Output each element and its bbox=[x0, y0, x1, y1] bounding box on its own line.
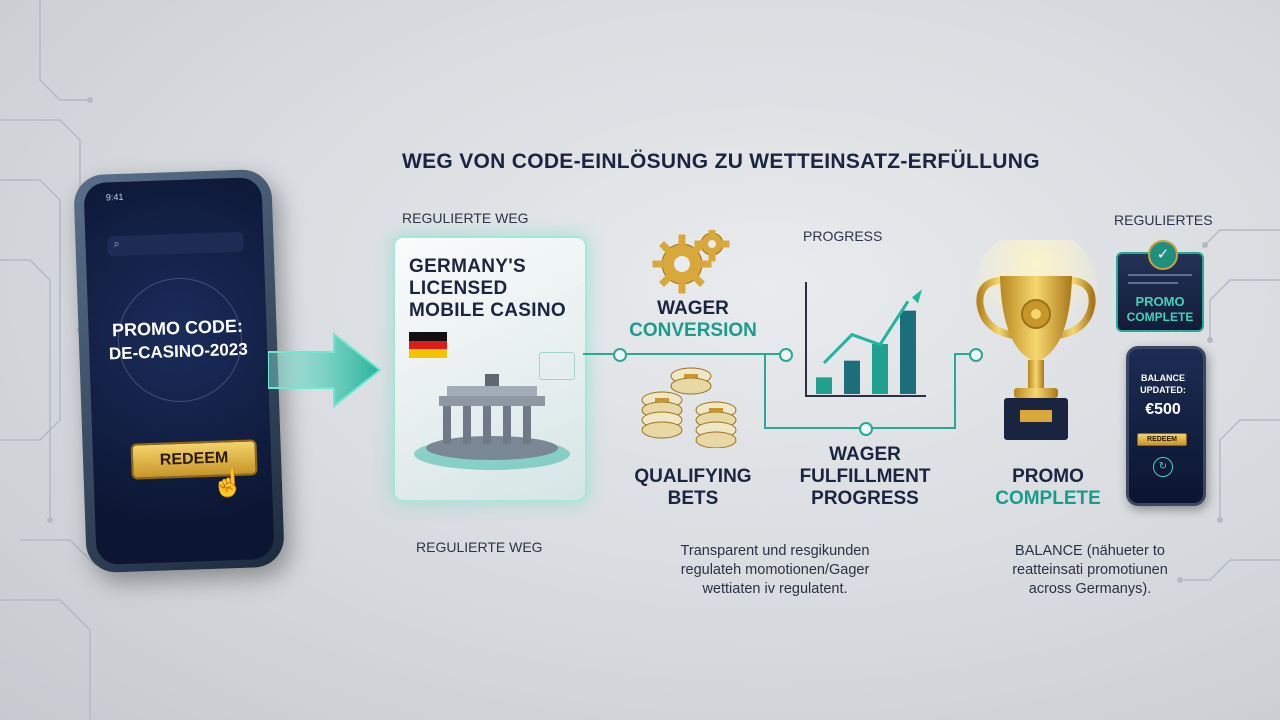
chart-bar bbox=[844, 360, 860, 394]
card-line2: LICENSED bbox=[409, 278, 508, 299]
wager-conversion-label-1: WAGER bbox=[657, 298, 729, 319]
chart-bar bbox=[900, 310, 916, 394]
balance-line2: UPDATED: bbox=[1140, 385, 1186, 395]
right-description-line2: reatteinsati promotiunen bbox=[1012, 562, 1168, 578]
wager-conversion-label-2: CONVERSION bbox=[629, 320, 757, 341]
check-icon: ✓ bbox=[1148, 240, 1178, 270]
right-description-line1: BALANCE (nähueter to bbox=[1015, 543, 1165, 559]
badge-line1: PROMO bbox=[1135, 294, 1185, 309]
fulfillment-label-1: WAGER bbox=[829, 444, 901, 465]
flow-node bbox=[613, 348, 627, 362]
middle-description-line1: Transparent und resgikunden bbox=[680, 543, 870, 559]
middle-description-line2: regulateh momotionen/Gager bbox=[680, 562, 870, 578]
refresh-icon: ↻ bbox=[1153, 457, 1173, 477]
badge-line2: COMPLETE bbox=[1126, 310, 1194, 324]
balance-amount: €500 bbox=[1145, 401, 1181, 418]
flow-node bbox=[859, 422, 873, 436]
arrow-icon bbox=[268, 331, 382, 409]
qualifying-bets-label-1: QUALIFYING bbox=[634, 466, 752, 487]
right-caption: REGULIERTES bbox=[1114, 212, 1213, 228]
card-line1: GERMANY'S bbox=[409, 256, 527, 277]
flow-node bbox=[779, 348, 793, 362]
balance-line1: BALANCE bbox=[1141, 373, 1185, 383]
casino-chips-icon bbox=[641, 367, 737, 448]
badge-divider bbox=[1128, 282, 1178, 284]
chart-trend-arrowhead bbox=[912, 289, 922, 304]
card-caption-top: REGULIERTE WEG bbox=[402, 210, 529, 226]
card-line3: MOBILE CASINO bbox=[409, 300, 566, 321]
flow-node bbox=[969, 348, 983, 362]
chart-trend-line bbox=[822, 300, 910, 365]
gears-icon bbox=[652, 230, 730, 294]
progress-caption: PROGRESS bbox=[803, 228, 883, 244]
casino-card: GERMANY'S LICENSED MOBILE CASINO bbox=[393, 236, 587, 502]
qualifying-bets-label-2: BETS bbox=[667, 488, 719, 509]
germany-flag-icon bbox=[409, 332, 447, 358]
chart-bar bbox=[872, 344, 888, 394]
progress-chart bbox=[805, 282, 926, 397]
promo-complete-label-2: COMPLETE bbox=[995, 488, 1101, 509]
middle-description-line3: wettiaten iv regulatent. bbox=[702, 581, 848, 597]
fulfillment-label-3: PROGRESS bbox=[811, 488, 919, 509]
mini-redeem-button[interactable]: REDEEM bbox=[1137, 433, 1187, 446]
card-window-decoration bbox=[539, 352, 575, 380]
promo-complete-label-1: PROMO bbox=[1012, 466, 1084, 487]
trophy-icon bbox=[974, 240, 1098, 440]
right-description-line3: across Germanys). bbox=[1028, 581, 1152, 597]
balance-phone: BALANCE UPDATED: €500 REDEEM ↻ bbox=[1126, 346, 1206, 506]
promo-complete-badge: ✓ PROMO COMPLETE bbox=[1116, 240, 1204, 332]
page-title: WEG VON CODE-EINLÖSUNG ZU WETTEINSATZ-ER… bbox=[402, 150, 1040, 173]
chart-bar bbox=[816, 377, 832, 394]
fulfillment-label-2: FULFILLMENT bbox=[799, 466, 931, 487]
brandenburg-gate-icon bbox=[414, 374, 570, 470]
badge-divider bbox=[1128, 274, 1192, 276]
card-caption-bottom: REGULIERTE WEG bbox=[416, 539, 543, 555]
